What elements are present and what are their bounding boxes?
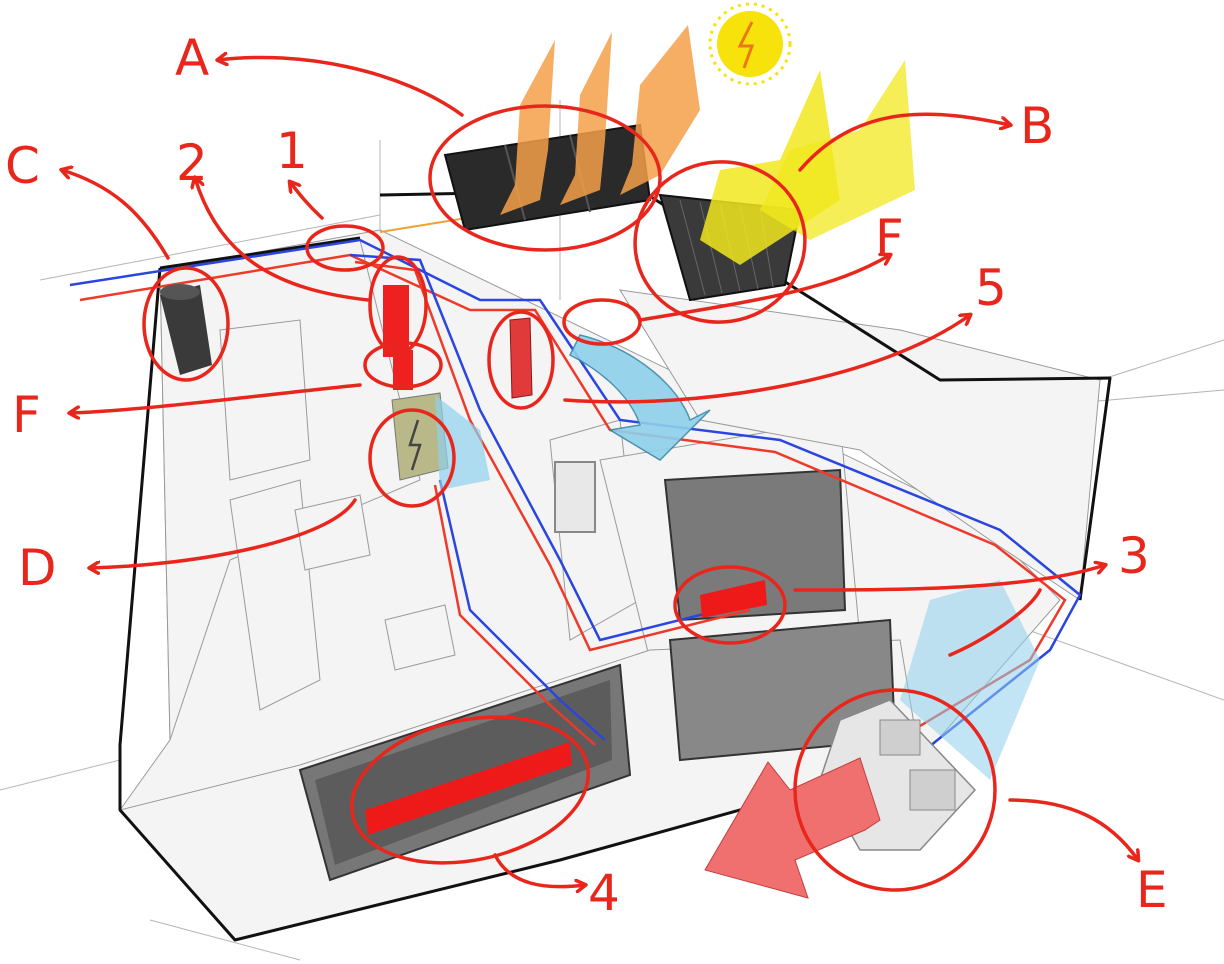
label-F-left: F (12, 386, 41, 444)
labels: A B C 1 2 F 5 F D 3 4 E (5, 29, 1168, 922)
label-F-right: F (875, 209, 904, 267)
label-B: B (1020, 97, 1054, 155)
lightning-battery-icon (391, 392, 490, 490)
label-4: 4 (588, 864, 620, 922)
label-1: 1 (276, 122, 308, 180)
label-E: E (1136, 861, 1168, 919)
label-A: A (175, 29, 209, 87)
heat-output-arrow (704, 757, 881, 899)
solar-thermal-collector (658, 60, 915, 302)
label-3: 3 (1118, 527, 1150, 585)
solar-pv-panels (443, 25, 700, 232)
outdoor-duct (900, 580, 1040, 780)
label-2: 2 (176, 134, 208, 192)
lightning-sun-icon (708, 2, 792, 86)
annotations (62, 57, 1138, 890)
cooling-flow-arrow (568, 334, 711, 461)
label-D: D (18, 539, 57, 597)
label-C: C (5, 137, 40, 195)
water-tank (160, 284, 212, 375)
label-5: 5 (975, 259, 1007, 317)
